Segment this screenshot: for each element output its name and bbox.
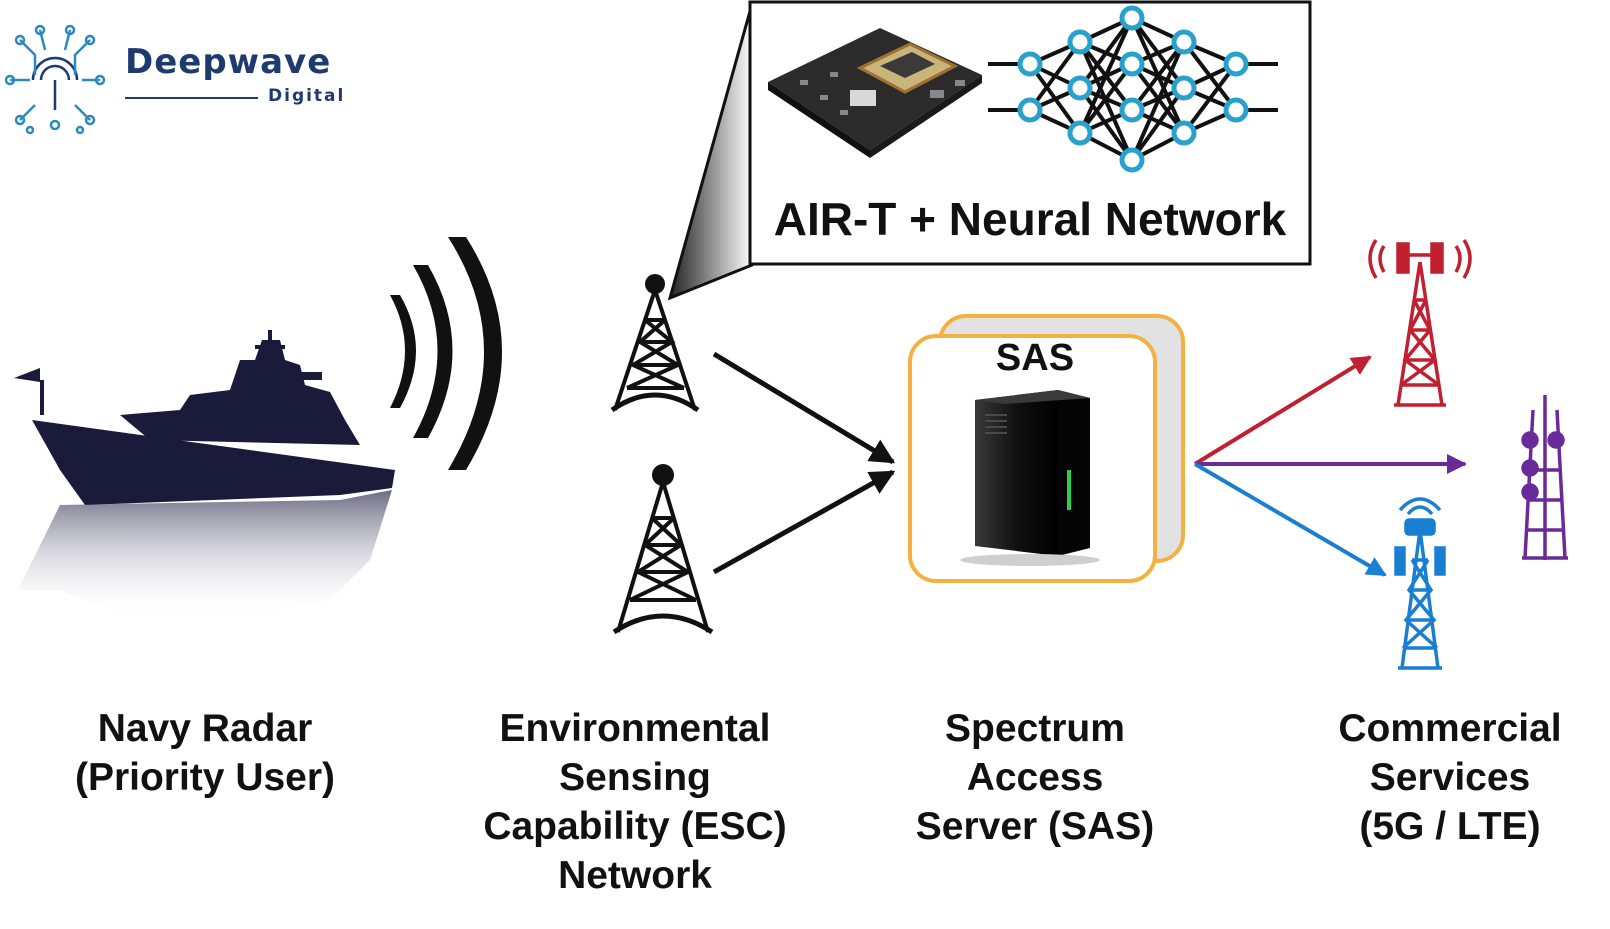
label-line: (Priority User) xyxy=(74,756,336,799)
label-esc-network: Environmental Sensing Capability (ESC) N… xyxy=(455,704,815,900)
label-line: Capability (ESC) xyxy=(483,805,787,848)
label-commercial-services: Commercial Services (5G / LTE) xyxy=(1300,704,1600,851)
inset-zoom-wedge xyxy=(667,3,754,301)
arrow-esc-top-to-sas xyxy=(712,351,896,465)
navy-ship-icon xyxy=(14,330,395,620)
label-line: Sensing xyxy=(559,756,711,799)
arrow-sas-to-red-tower xyxy=(1193,355,1372,466)
blue-cell-tower-icon xyxy=(1394,497,1446,670)
label-line: (5G / LTE) xyxy=(1359,805,1541,848)
neural-network-icon xyxy=(988,5,1278,173)
server-icon xyxy=(960,390,1100,566)
circuit-antenna-icon xyxy=(4,24,106,135)
label-line: Services xyxy=(1369,756,1531,799)
radar-waves-icon xyxy=(390,237,502,470)
label-line: Spectrum xyxy=(945,707,1125,750)
label-sas: Spectrum Access Server (SAS) xyxy=(880,704,1190,851)
purple-cell-tower-icon xyxy=(1521,395,1568,560)
air-t-board-icon xyxy=(768,28,982,158)
label-line: Navy Radar xyxy=(97,707,313,750)
sas-box-title: SAS xyxy=(995,337,1075,379)
label-navy-radar: Navy Radar (Priority User) xyxy=(40,704,370,802)
logo-wordmark: Deepwave xyxy=(125,42,332,82)
red-cell-tower-icon xyxy=(1368,239,1472,407)
label-line: Environmental xyxy=(499,707,771,750)
arrow-sas-to-blue-tower xyxy=(1193,462,1387,577)
inset-caption: AIR-T + Neural Network xyxy=(773,193,1287,245)
esc-tower-top-icon xyxy=(610,274,700,413)
arrow-esc-bottom-to-sas xyxy=(712,469,896,575)
label-line: Server (SAS) xyxy=(915,805,1155,848)
label-line: Access xyxy=(966,756,1104,799)
label-line: Network xyxy=(558,854,712,897)
esc-tower-bottom-icon xyxy=(612,464,714,635)
label-line: Commercial xyxy=(1338,707,1562,750)
logo-subtitle: Digital xyxy=(268,86,346,106)
